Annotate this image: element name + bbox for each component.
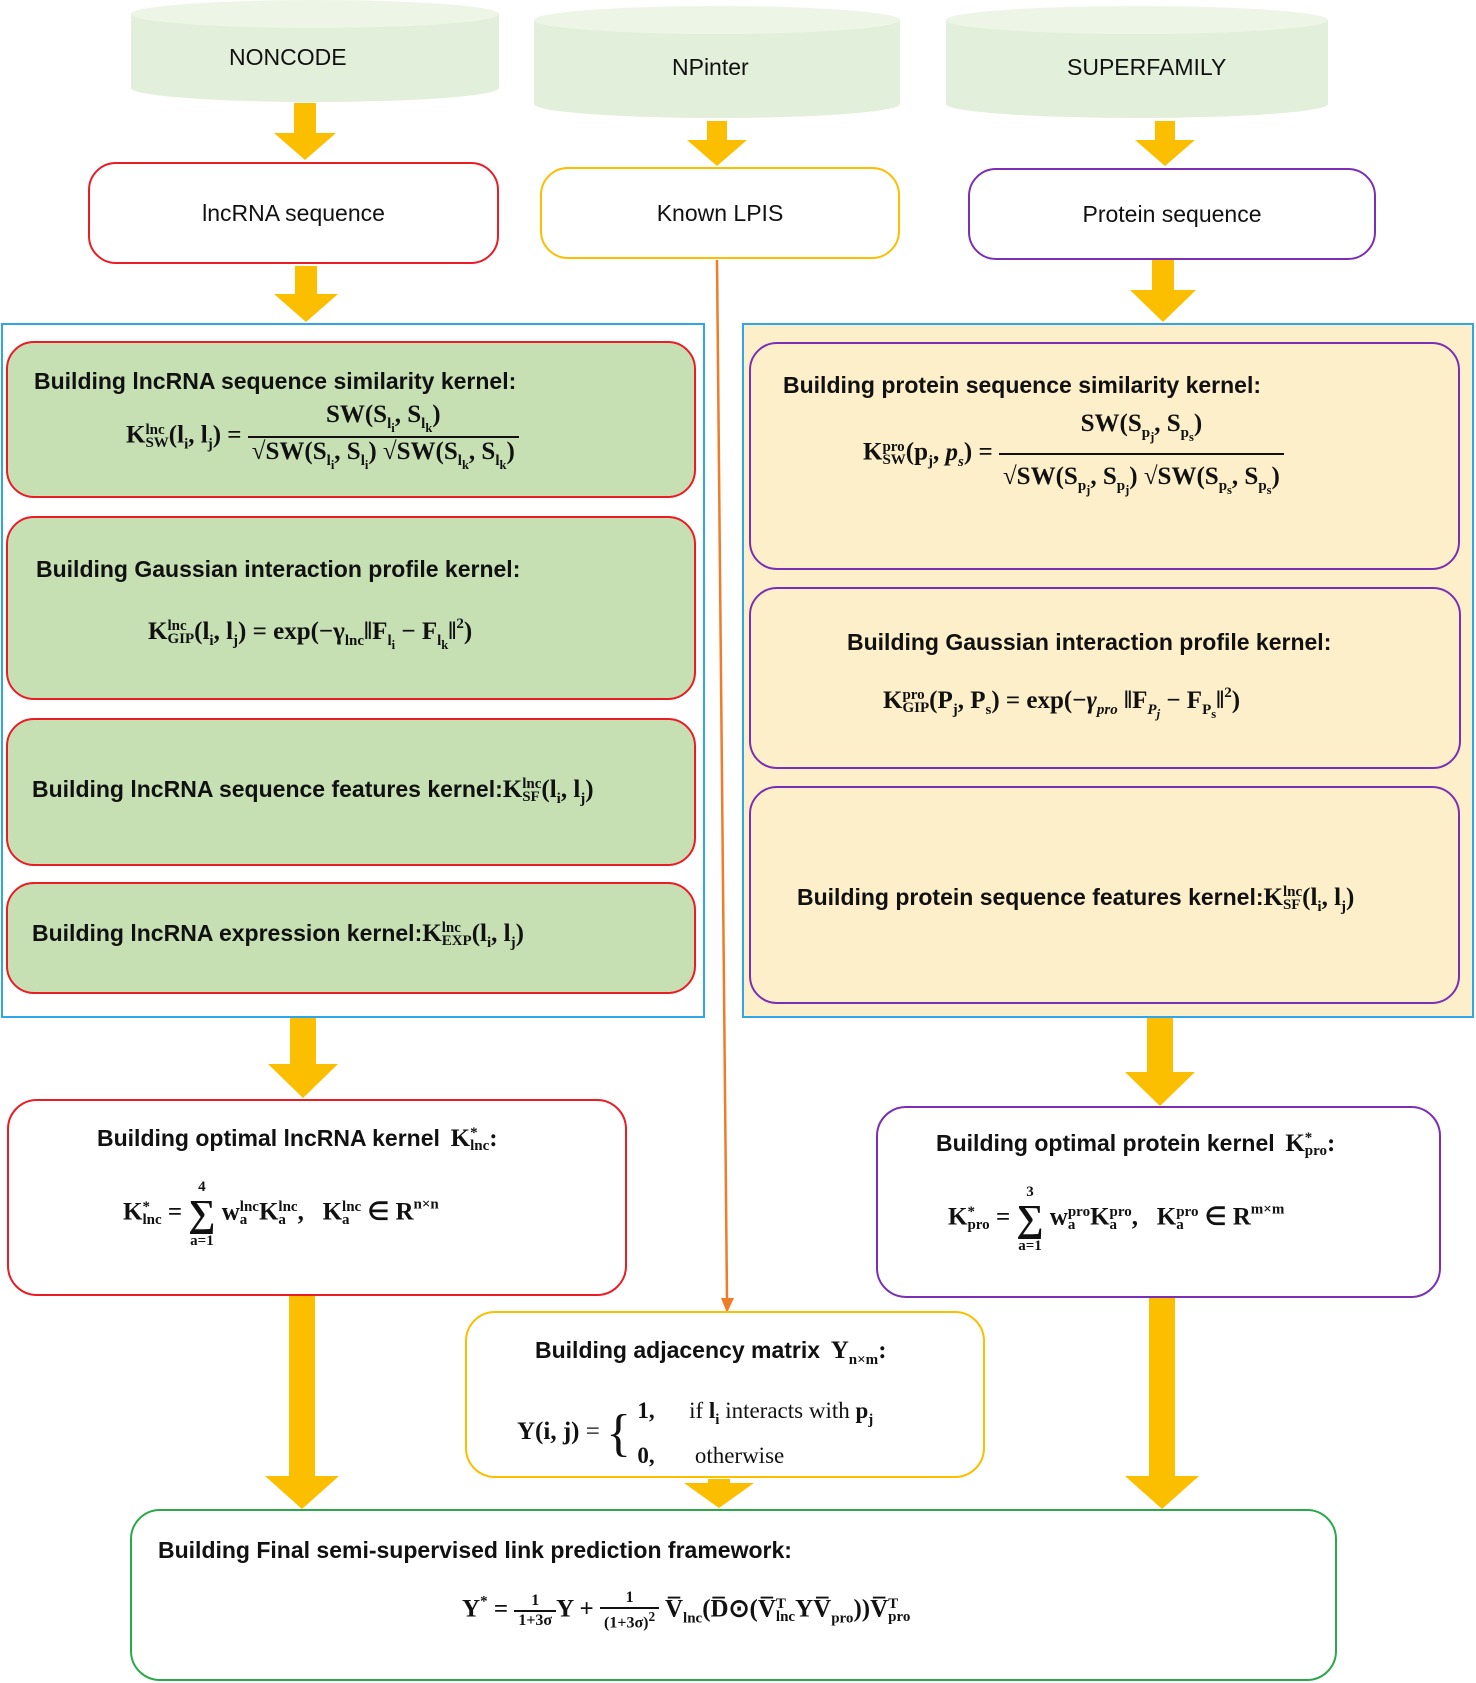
optimal-lncrna-symbol: K*lnc: xyxy=(444,1125,498,1155)
adjacency-case1-value: 1, xyxy=(637,1398,655,1423)
lncrna-sf-line: Building lncRNA sequence features kernel… xyxy=(32,776,594,808)
lncrna-sf-kernel-box: Building lncRNA sequence features kernel… xyxy=(6,718,696,866)
connector-arrowhead xyxy=(721,1298,734,1313)
arrow-npinter-to-lpis xyxy=(687,121,747,166)
protein-sequence-label: Protein sequence xyxy=(1082,200,1262,227)
database-cylinder-npinter xyxy=(534,6,900,118)
arrow-adjacency-to-final xyxy=(684,1479,754,1508)
lncrna-sw-heading: Building lncRNA sequence similarity kern… xyxy=(34,368,517,394)
protein-sf-line: Building protein sequence features kerne… xyxy=(797,884,1354,916)
protein-sf-heading: Building protein sequence features kerne… xyxy=(797,884,1264,910)
database-label-npinter: NPinter xyxy=(672,54,749,80)
arrow-lncrna-to-panel xyxy=(274,266,338,322)
lncrna-sw-kernel-box: Building lncRNA sequence similarity kern… xyxy=(6,341,696,498)
arrow-pro-panel-to-optimal xyxy=(1125,1018,1195,1106)
optimal-lncrna-title-line: Building optimal lncRNA kernel K*lnc: xyxy=(97,1125,498,1155)
adjacency-case0-text: otherwise xyxy=(694,1443,785,1468)
lncrna-gip-heading: Building Gaussian interaction profile ke… xyxy=(36,556,521,582)
adjacency-formula: Y(i, j) = { 1, if li interacts with pj 0… xyxy=(517,1398,874,1468)
lncrna-exp-heading: Building lncRNA expression kernel: xyxy=(32,920,423,946)
arrow-noncode-to-lncrna xyxy=(274,103,336,160)
optimal-lncrna-kernel-box: Building optimal lncRNA kernel K*lnc: K*… xyxy=(7,1099,627,1296)
protein-sw-heading: Building protein sequence similarity ker… xyxy=(783,372,1262,398)
adjacency-case1-text: if xyxy=(689,1398,704,1423)
protein-sf-kernel-box: Building protein sequence features kerne… xyxy=(749,786,1460,1004)
database-cylinder-superfamily xyxy=(946,6,1328,118)
adjacency-case1-text2: interacts with xyxy=(725,1398,850,1423)
known-lpis-box: Known LPIS xyxy=(540,167,900,259)
arrow-lnc-optimal-to-final xyxy=(265,1296,339,1509)
known-lpis-label: Known LPIS xyxy=(656,199,784,226)
arrow-protein-to-panel xyxy=(1130,260,1196,322)
protein-gip-kernel-box: Building Gaussian interaction profile ke… xyxy=(749,587,1461,769)
adjacency-title-line: Building adjacency matrix Yn×m: xyxy=(535,1337,887,1369)
protein-gip-heading: Building Gaussian interaction profile ke… xyxy=(847,629,1332,655)
optimal-protein-kernel-box: Building optimal protein kernel K*pro: K… xyxy=(876,1106,1441,1298)
adjacency-matrix-box: Building adjacency matrix Yn×m: Y(i, j) … xyxy=(465,1311,985,1478)
optimal-protein-title-line: Building optimal protein kernel K*pro: xyxy=(936,1130,1336,1160)
lncrna-sequence-box: lncRNA sequence xyxy=(88,162,499,264)
protein-sw-kernel-box: Building protein sequence similarity ker… xyxy=(749,342,1460,570)
optimal-lncrna-heading: Building optimal lncRNA kernel xyxy=(97,1125,440,1151)
database-cylinder-noncode xyxy=(131,0,499,102)
database-label-superfamily: SUPERFAMILY xyxy=(1067,54,1227,80)
database-label-noncode: NONCODE xyxy=(229,44,347,70)
connector-lpis-to-adjacency xyxy=(715,259,729,1301)
optimal-protein-symbol: K*pro: xyxy=(1279,1130,1336,1160)
protein-sequence-box: Protein sequence xyxy=(968,168,1376,260)
arrow-pro-optimal-to-final xyxy=(1125,1298,1199,1509)
adjacency-case0-value: 0, xyxy=(637,1443,655,1468)
lncrna-sequence-label: lncRNA sequence xyxy=(202,199,385,226)
arrow-lnc-panel-to-optimal xyxy=(268,1018,338,1098)
adjacency-heading: Building adjacency matrix xyxy=(535,1337,821,1363)
adjacency-symbol: Yn×m: xyxy=(824,1337,887,1368)
final-framework-box: Building Final semi-supervised link pred… xyxy=(130,1509,1337,1681)
final-framework-heading: Building Final semi-supervised link pred… xyxy=(158,1537,792,1563)
lncrna-sf-heading: Building lncRNA sequence features kernel… xyxy=(32,776,503,802)
lncrna-gip-kernel-box: Building Gaussian interaction profile ke… xyxy=(6,516,696,700)
arrow-superfamily-to-protein xyxy=(1135,121,1195,166)
optimal-protein-heading: Building optimal protein kernel xyxy=(936,1130,1275,1156)
